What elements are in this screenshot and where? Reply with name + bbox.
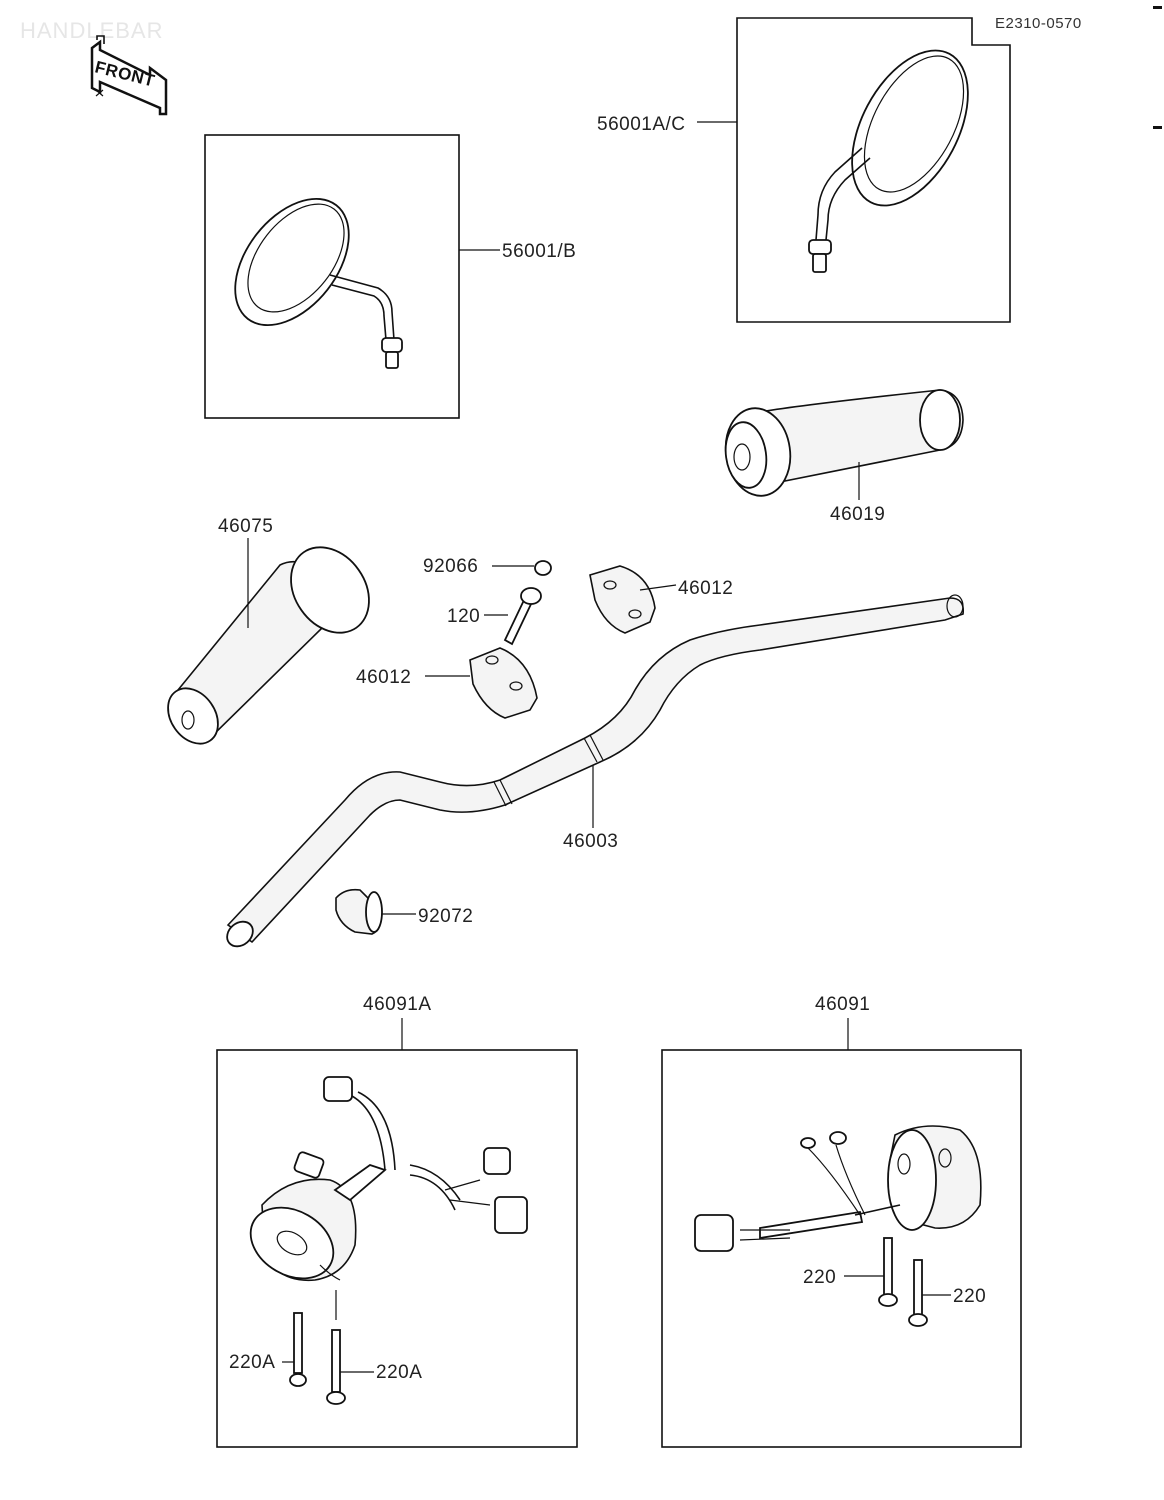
clamp-46012-top xyxy=(589,565,656,634)
part-label-46012-left: 46012 xyxy=(356,667,411,688)
screw-220a-right xyxy=(326,1329,346,1405)
part-label-120: 120 xyxy=(447,606,480,627)
mirror-left-box xyxy=(204,134,460,419)
switch-46091-group: 46091 220 220 xyxy=(661,994,1022,1448)
switch-46091a-group: 46091A 220A 220A xyxy=(216,994,578,1448)
front-direction-badge: FRONT xyxy=(90,35,168,116)
mirror-right-icon xyxy=(808,49,969,273)
part-label-46091: 46091 xyxy=(815,994,870,1015)
mirror-56001b-group: 56001/B xyxy=(204,134,576,419)
part-label-220-right: 220 xyxy=(953,1286,986,1307)
switch-left-box xyxy=(216,1049,578,1448)
screw-220a-left xyxy=(289,1312,307,1387)
part-label-56001b: 56001/B xyxy=(502,241,576,262)
screw-220-right xyxy=(908,1259,928,1327)
washer-92066 xyxy=(534,560,552,576)
reference-code: E2310-0570 xyxy=(995,15,1082,32)
grip-46075: 46075 xyxy=(167,516,370,745)
switch-right-assembly-icon xyxy=(694,1125,982,1252)
diagram-title: HANDLEBAR xyxy=(20,18,163,43)
clamp-46012-left xyxy=(469,647,538,719)
part-label-46075: 46075 xyxy=(218,516,273,537)
switch-left-assembly-icon xyxy=(249,1076,528,1282)
part-label-220a-left: 220A xyxy=(229,1352,275,1373)
part-label-92072: 92072 xyxy=(418,906,473,927)
margin-mark xyxy=(1153,6,1162,9)
part-label-46003: 46003 xyxy=(563,831,618,852)
grip-46019: 46019 xyxy=(724,389,964,525)
margin-mark xyxy=(1153,126,1162,129)
part-label-92066: 92066 xyxy=(423,556,478,577)
collar-92072: 92072 xyxy=(335,888,473,935)
part-label-56001ac: 56001A/C xyxy=(597,114,686,135)
mirror-56001ac-group: 56001A/C xyxy=(597,17,1011,323)
small-parts-clamp: 92066 120 46012 46012 xyxy=(356,556,733,719)
handlebar-46003: 46003 xyxy=(226,594,965,948)
mirror-left-icon xyxy=(234,197,403,369)
part-label-46012-top: 46012 xyxy=(678,578,733,599)
mirror-right-box xyxy=(736,17,1011,323)
switch-right-box xyxy=(661,1049,1022,1448)
part-label-46019: 46019 xyxy=(830,504,885,525)
bolt-120 xyxy=(503,587,542,646)
screw-220-left xyxy=(878,1237,898,1307)
part-label-220a-right: 220A xyxy=(376,1362,422,1383)
part-label-220-left: 220 xyxy=(803,1267,836,1288)
part-label-46091a: 46091A xyxy=(363,994,432,1015)
